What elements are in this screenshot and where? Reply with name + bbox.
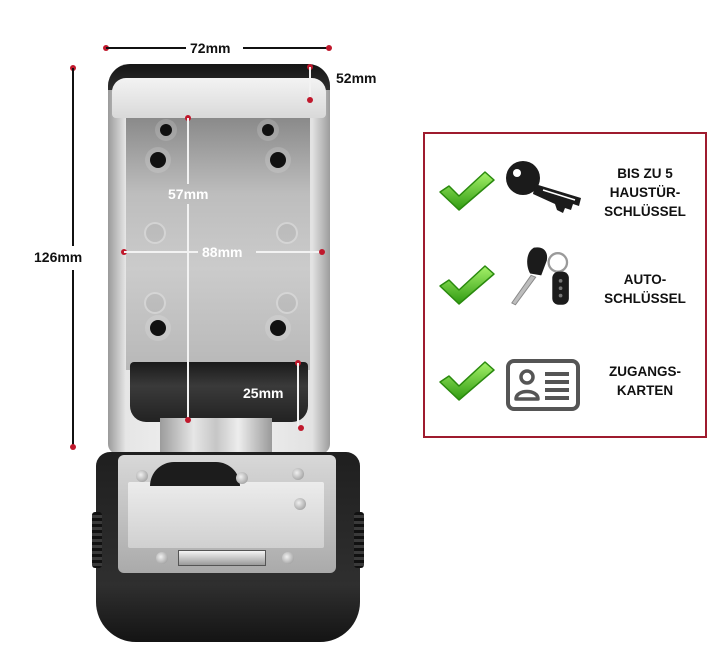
- dimension-dot: [298, 425, 304, 431]
- house-key-icon: [506, 161, 581, 213]
- green-check-icon: [439, 171, 495, 211]
- lockbox-lid-rim: [112, 78, 326, 118]
- feature-text: AUTO- SCHLÜSSEL: [604, 272, 686, 306]
- screw: [236, 472, 248, 484]
- dimension-line: [106, 47, 186, 49]
- width-label: 72mm: [190, 40, 231, 56]
- inner-height-label: 88mm: [202, 244, 243, 260]
- dimension-dot: [185, 417, 191, 423]
- dimension-dot: [70, 444, 76, 450]
- mounting-hole: [160, 124, 172, 136]
- dimension-line: [124, 251, 198, 253]
- green-check-icon: [439, 265, 495, 305]
- dimension-line: [297, 363, 299, 427]
- dimension-line: [187, 204, 189, 420]
- dimension-dot: [307, 97, 313, 103]
- inner-width-label: 57mm: [168, 186, 209, 202]
- features-panel: BIS ZU 5 HAUSTÜR- SCHLÜSSEL AUTO- SCHLÜS…: [423, 132, 707, 438]
- id-card-icon: [506, 359, 580, 411]
- mounting-hole: [270, 152, 286, 168]
- mounting-boss: [144, 222, 166, 244]
- mounting-boss: [144, 292, 166, 314]
- car-key-icon: [511, 247, 569, 306]
- lockbox-tray: [130, 362, 308, 422]
- feature-text: ZUGANGS- KARTEN: [609, 364, 681, 398]
- release-latch: [178, 550, 266, 566]
- feature-house-keys: BIS ZU 5 HAUSTÜR- SCHLÜSSEL: [425, 154, 705, 234]
- dimension-line: [72, 270, 74, 446]
- mounting-hole: [150, 152, 166, 168]
- screw: [156, 552, 168, 564]
- mounting-hole: [150, 320, 166, 336]
- dimension-line: [243, 47, 329, 49]
- dimension-line: [309, 67, 311, 97]
- dimension-line: [256, 251, 322, 253]
- feature-access-cards: ZUGANGS- KARTEN: [425, 346, 705, 426]
- depth-label: 52mm: [336, 70, 377, 86]
- screw: [282, 552, 294, 564]
- feature-car-keys: AUTO- SCHLÜSSEL: [425, 247, 705, 330]
- base-grip-left: [92, 512, 102, 568]
- lock-mechanism: [128, 482, 324, 548]
- dimension-line: [187, 118, 189, 184]
- green-check-icon: [439, 361, 495, 401]
- screw: [294, 498, 306, 510]
- mounting-boss: [276, 222, 298, 244]
- lockbox-interior: [126, 118, 310, 370]
- mounting-hole: [262, 124, 274, 136]
- mounting-hole: [270, 320, 286, 336]
- dimension-dot: [326, 45, 332, 51]
- dimension-line: [72, 68, 74, 246]
- lockbox-hinge: [160, 418, 272, 458]
- tray-depth-label: 25mm: [243, 385, 284, 401]
- height-label: 126mm: [34, 249, 83, 265]
- feature-text: BIS ZU 5 HAUSTÜR- SCHLÜSSEL: [604, 166, 686, 219]
- screw: [136, 470, 148, 482]
- combination-dial: [150, 462, 240, 486]
- dimension-dot: [319, 249, 325, 255]
- base-grip-right: [354, 512, 364, 568]
- mounting-boss: [276, 292, 298, 314]
- screw: [292, 468, 304, 480]
